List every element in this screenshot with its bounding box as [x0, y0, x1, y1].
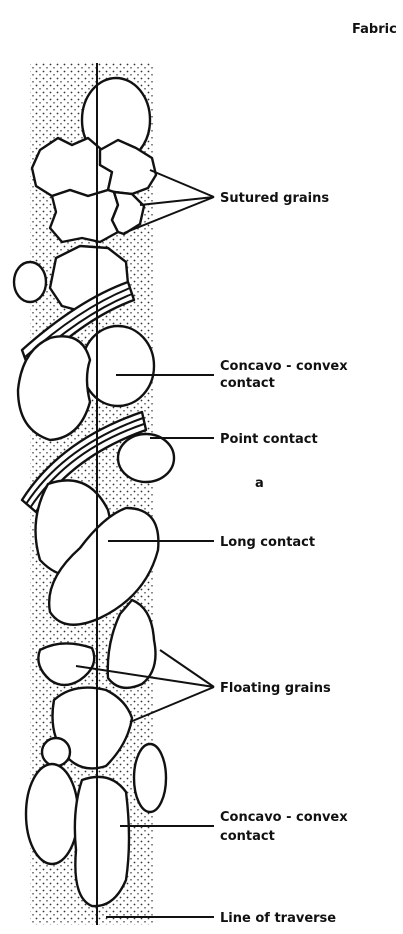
label-long-contact: Long contact: [220, 535, 315, 550]
grain: [14, 262, 46, 302]
grain: [75, 777, 129, 906]
label-concavo-convex-2-line2: contact: [220, 829, 275, 844]
label-concavo-convex-1: Concavo - convex: [220, 359, 348, 374]
label-line-of-traverse: Line of traverse: [220, 911, 336, 926]
grain: [42, 738, 70, 766]
label-floating-grains: Floating grains: [220, 681, 331, 696]
label-point-contact: Point contact: [220, 432, 318, 447]
page-mark: a: [255, 476, 264, 491]
sutured-grain: [50, 190, 118, 242]
label-concavo-convex-1-line2: contact: [220, 376, 275, 391]
grain: [82, 326, 154, 406]
label-sutured-grains: Sutured grains: [220, 191, 329, 206]
diagram-title: Fabric: [352, 22, 397, 37]
grain: [118, 434, 174, 482]
grain: [134, 744, 166, 812]
label-concavo-convex-2: Concavo - convex: [220, 810, 348, 825]
grain: [26, 764, 78, 864]
